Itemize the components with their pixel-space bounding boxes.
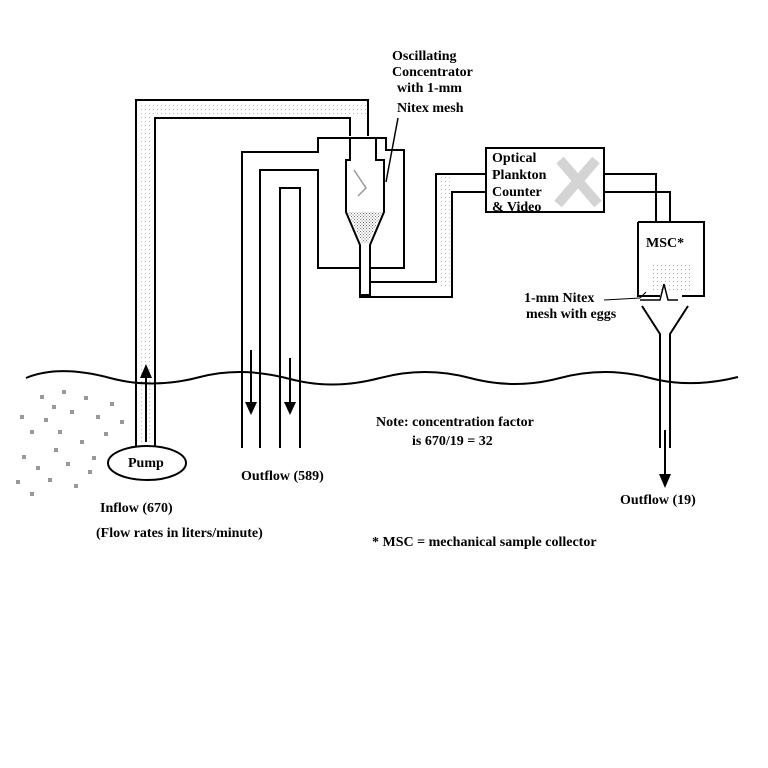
msc-collector bbox=[637, 221, 705, 297]
outflow-small-arrow bbox=[659, 430, 671, 488]
pipe-to-counter bbox=[359, 173, 486, 298]
footnote-label: * MSC = mechanical sample collector bbox=[372, 535, 597, 550]
nitex-eggs-label: 1-mm Nitex mesh with eggs bbox=[524, 291, 617, 322]
inflow-label: Inflow (670) bbox=[100, 501, 173, 516]
outlet-funnel bbox=[641, 305, 689, 448]
outflow-arrows bbox=[245, 350, 296, 415]
pipe-to-msc bbox=[604, 173, 671, 222]
nitex-mesh-eggs bbox=[603, 283, 678, 301]
outflow-small-label: Outflow (19) bbox=[620, 493, 696, 508]
concentrator-housing bbox=[241, 137, 405, 448]
water-surface bbox=[25, 370, 739, 386]
concentrator bbox=[345, 137, 385, 296]
msc-label: MSC* bbox=[646, 236, 684, 251]
note-label: Note: concentration factor is 670/19 = 3… bbox=[376, 415, 537, 449]
optical-counter bbox=[485, 147, 605, 213]
pump bbox=[107, 445, 187, 481]
pump-label: Pump bbox=[128, 456, 164, 471]
concentrator-label: Oscillating Concentrator with 1-mm Nitex… bbox=[392, 49, 476, 116]
outflow-main-label: Outflow (589) bbox=[241, 469, 324, 484]
flow-units-label: (Flow rates in liters/minute) bbox=[96, 526, 263, 541]
concentrator-leader bbox=[385, 117, 399, 183]
intake-pipe bbox=[135, 99, 369, 448]
inflow-arrow bbox=[140, 364, 152, 442]
plankton-speckles bbox=[16, 390, 124, 496]
counter-label: Optical Plankton Counter & Video bbox=[492, 151, 550, 215]
